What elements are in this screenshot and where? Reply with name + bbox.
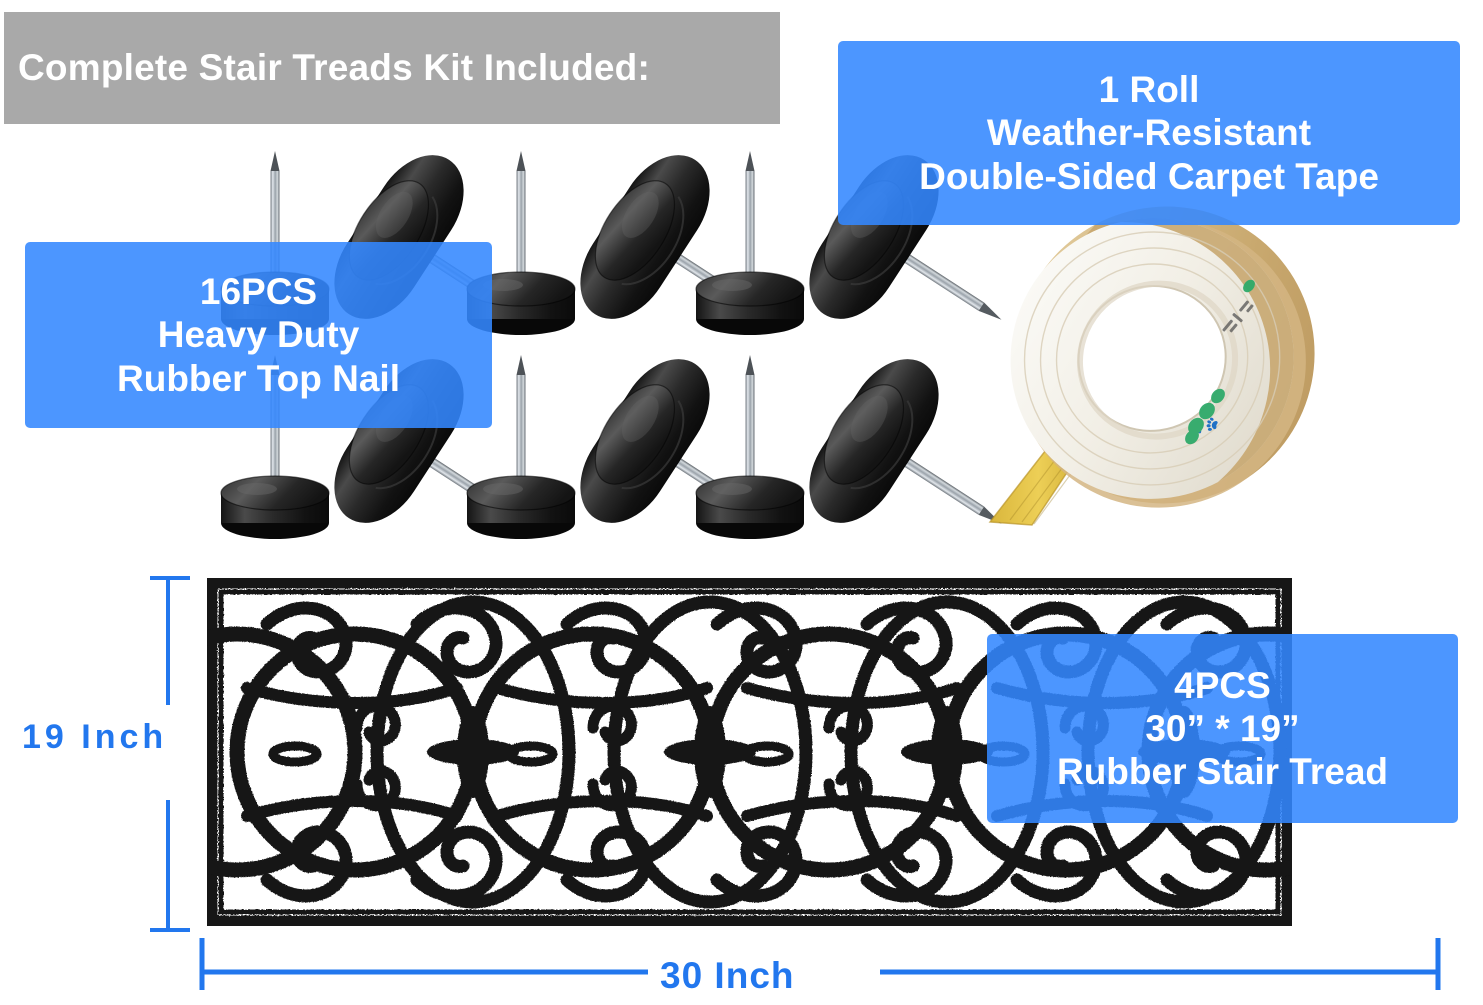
callout-tape-line-1: 1 Roll <box>1098 69 1200 111</box>
dimension-label-height: 19 Inch <box>22 718 168 756</box>
callout-nails-line-1: 16PCS <box>199 271 318 313</box>
callout-tape-line-2: Weather-Resistant <box>986 112 1312 154</box>
header-banner: Complete Stair Treads Kit Included: <box>4 12 780 124</box>
callout-carpet-tape: 1 Roll Weather-Resistant Double-Sided Ca… <box>838 41 1460 225</box>
vertical-dimension-line <box>150 576 190 932</box>
page-title: Complete Stair Treads Kit Included: <box>18 47 651 88</box>
tape-print-green: 🐾 <box>1185 279 1255 445</box>
double-sided-carpet-tape-roll: 🐾 <box>960 190 1410 545</box>
callout-tape-line-3: Double-Sided Carpet Tape <box>919 155 1379 197</box>
callout-nails-line-3: Rubber Top Nail <box>117 357 400 399</box>
callout-nails-line-2: Heavy Duty <box>157 314 360 356</box>
callout-stair-tread: 4PCS 30” * 19” Rubber Stair Tread <box>987 634 1458 823</box>
callout-rubber-top-nail: 16PCS Heavy Duty Rubber Top Nail <box>25 242 492 428</box>
dimension-label-width: 30 Inch <box>660 955 795 996</box>
callout-tread-line-3: Rubber Stair Tread <box>1056 751 1389 793</box>
callout-tread-line-2: 30” * 19” <box>1145 707 1300 749</box>
callout-tread-line-1: 4PCS <box>1174 664 1271 706</box>
horizontal-dimension-line <box>199 938 1441 990</box>
